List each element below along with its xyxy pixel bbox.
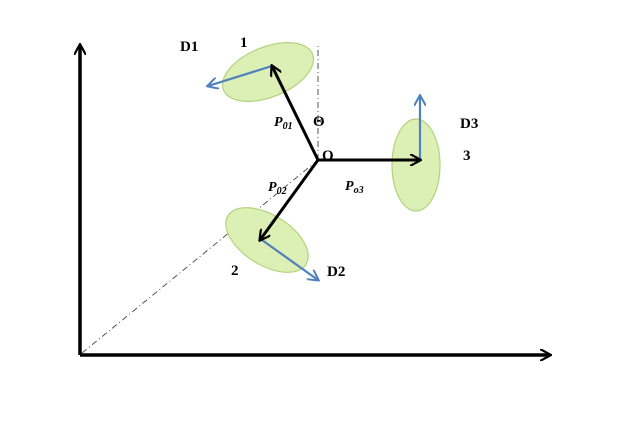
- label-d3: D3: [460, 116, 478, 132]
- ellipse-1: [221, 42, 315, 102]
- p02-vector: [260, 159, 320, 240]
- label-origin: O: [322, 148, 334, 164]
- axes: [80, 45, 550, 355]
- diagonal-reference-line: [81, 159, 319, 354]
- d1-vector: [208, 64, 273, 86]
- label-n1: 1: [240, 35, 248, 51]
- label-theta: Θ: [313, 114, 325, 130]
- label-p03: Po3: [345, 179, 364, 196]
- direction-vectors: [208, 64, 420, 280]
- position-vectors: [260, 66, 420, 240]
- label-p02: P02: [268, 180, 287, 197]
- label-n3: 3: [463, 148, 471, 164]
- label-p01: P01: [274, 115, 293, 132]
- labels: D1 1 D2 2 D3 3 O Θ P01 P02 Po3: [180, 35, 478, 280]
- d2-vector: [261, 239, 318, 280]
- p01-vector: [272, 66, 320, 161]
- label-n2: 2: [231, 263, 239, 279]
- label-d1: D1: [180, 39, 198, 55]
- label-d2: D2: [327, 264, 345, 280]
- ellipse-3: [391, 118, 441, 212]
